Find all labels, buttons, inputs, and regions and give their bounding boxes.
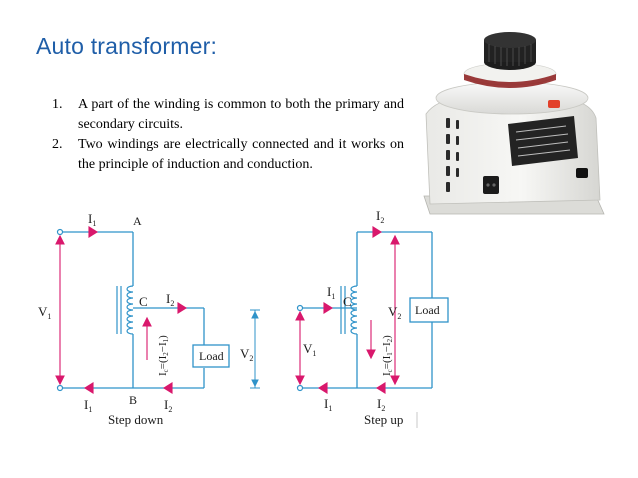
step-down-v2-label: V2: [240, 346, 253, 363]
step-down-node-c: C: [139, 294, 148, 309]
bullet-list: 1. A part of the winding is common to bo…: [52, 95, 404, 175]
bullet-number: 1.: [52, 97, 63, 112]
step-up-caption: Step up: [364, 412, 403, 427]
step-up-i2-bottom-label: I2: [377, 396, 385, 413]
step-up-v1-label: V1: [303, 341, 316, 358]
slide-title: Auto transformer:: [36, 33, 218, 59]
step-down-coil: [116, 285, 134, 335]
step-up-diagram: [300, 231, 449, 389]
bullet-number: 2.: [52, 137, 63, 152]
step-down-arrows: [55, 226, 188, 394]
step-up-load-label: Load: [415, 303, 440, 317]
step-up-terminals: [296, 304, 304, 392]
step-down-ic-formula: Ic=(I2−I1): [157, 335, 170, 376]
step-down-node-a: A: [133, 214, 142, 228]
step-up-node-c: C: [343, 294, 352, 309]
step-up-i2-top-label: I2: [376, 208, 384, 225]
step-down-i2-bottom-label: I2: [164, 397, 172, 414]
step-up-i1-bottom-label: I1: [324, 396, 332, 413]
step-down-i1-top-label: I1: [88, 211, 96, 228]
step-down-load-label: Load: [199, 349, 224, 363]
step-down-caption: Step down: [108, 412, 164, 427]
step-down-v2-indicator: [250, 309, 260, 389]
bullet-text: A part of the winding is common to both …: [78, 97, 404, 132]
step-down-node-b: B: [129, 393, 137, 407]
bullet-point-2: 2. Two windings are electrically connect…: [52, 135, 404, 175]
step-down-v1-label: V1: [38, 304, 51, 321]
bullet-point-1: 1. A part of the winding is common to bo…: [52, 95, 404, 135]
step-down-diagram: [60, 231, 230, 389]
step-down-i2-right-label: I2: [166, 291, 174, 308]
step-up-arrows: [295, 226, 400, 394]
variac-photo: [423, 32, 605, 215]
step-down-i1-bottom-label: I1: [84, 397, 92, 414]
step-up-ic-formula: Ic=(I1−I2): [381, 335, 394, 376]
bullet-text: Two windings are electrically connected …: [78, 137, 404, 172]
step-up-v2-label: V2: [388, 304, 401, 321]
step-down-terminals: [56, 228, 64, 392]
step-up-i1-left-label: I1: [327, 284, 335, 301]
step-up-coil: [340, 285, 358, 335]
